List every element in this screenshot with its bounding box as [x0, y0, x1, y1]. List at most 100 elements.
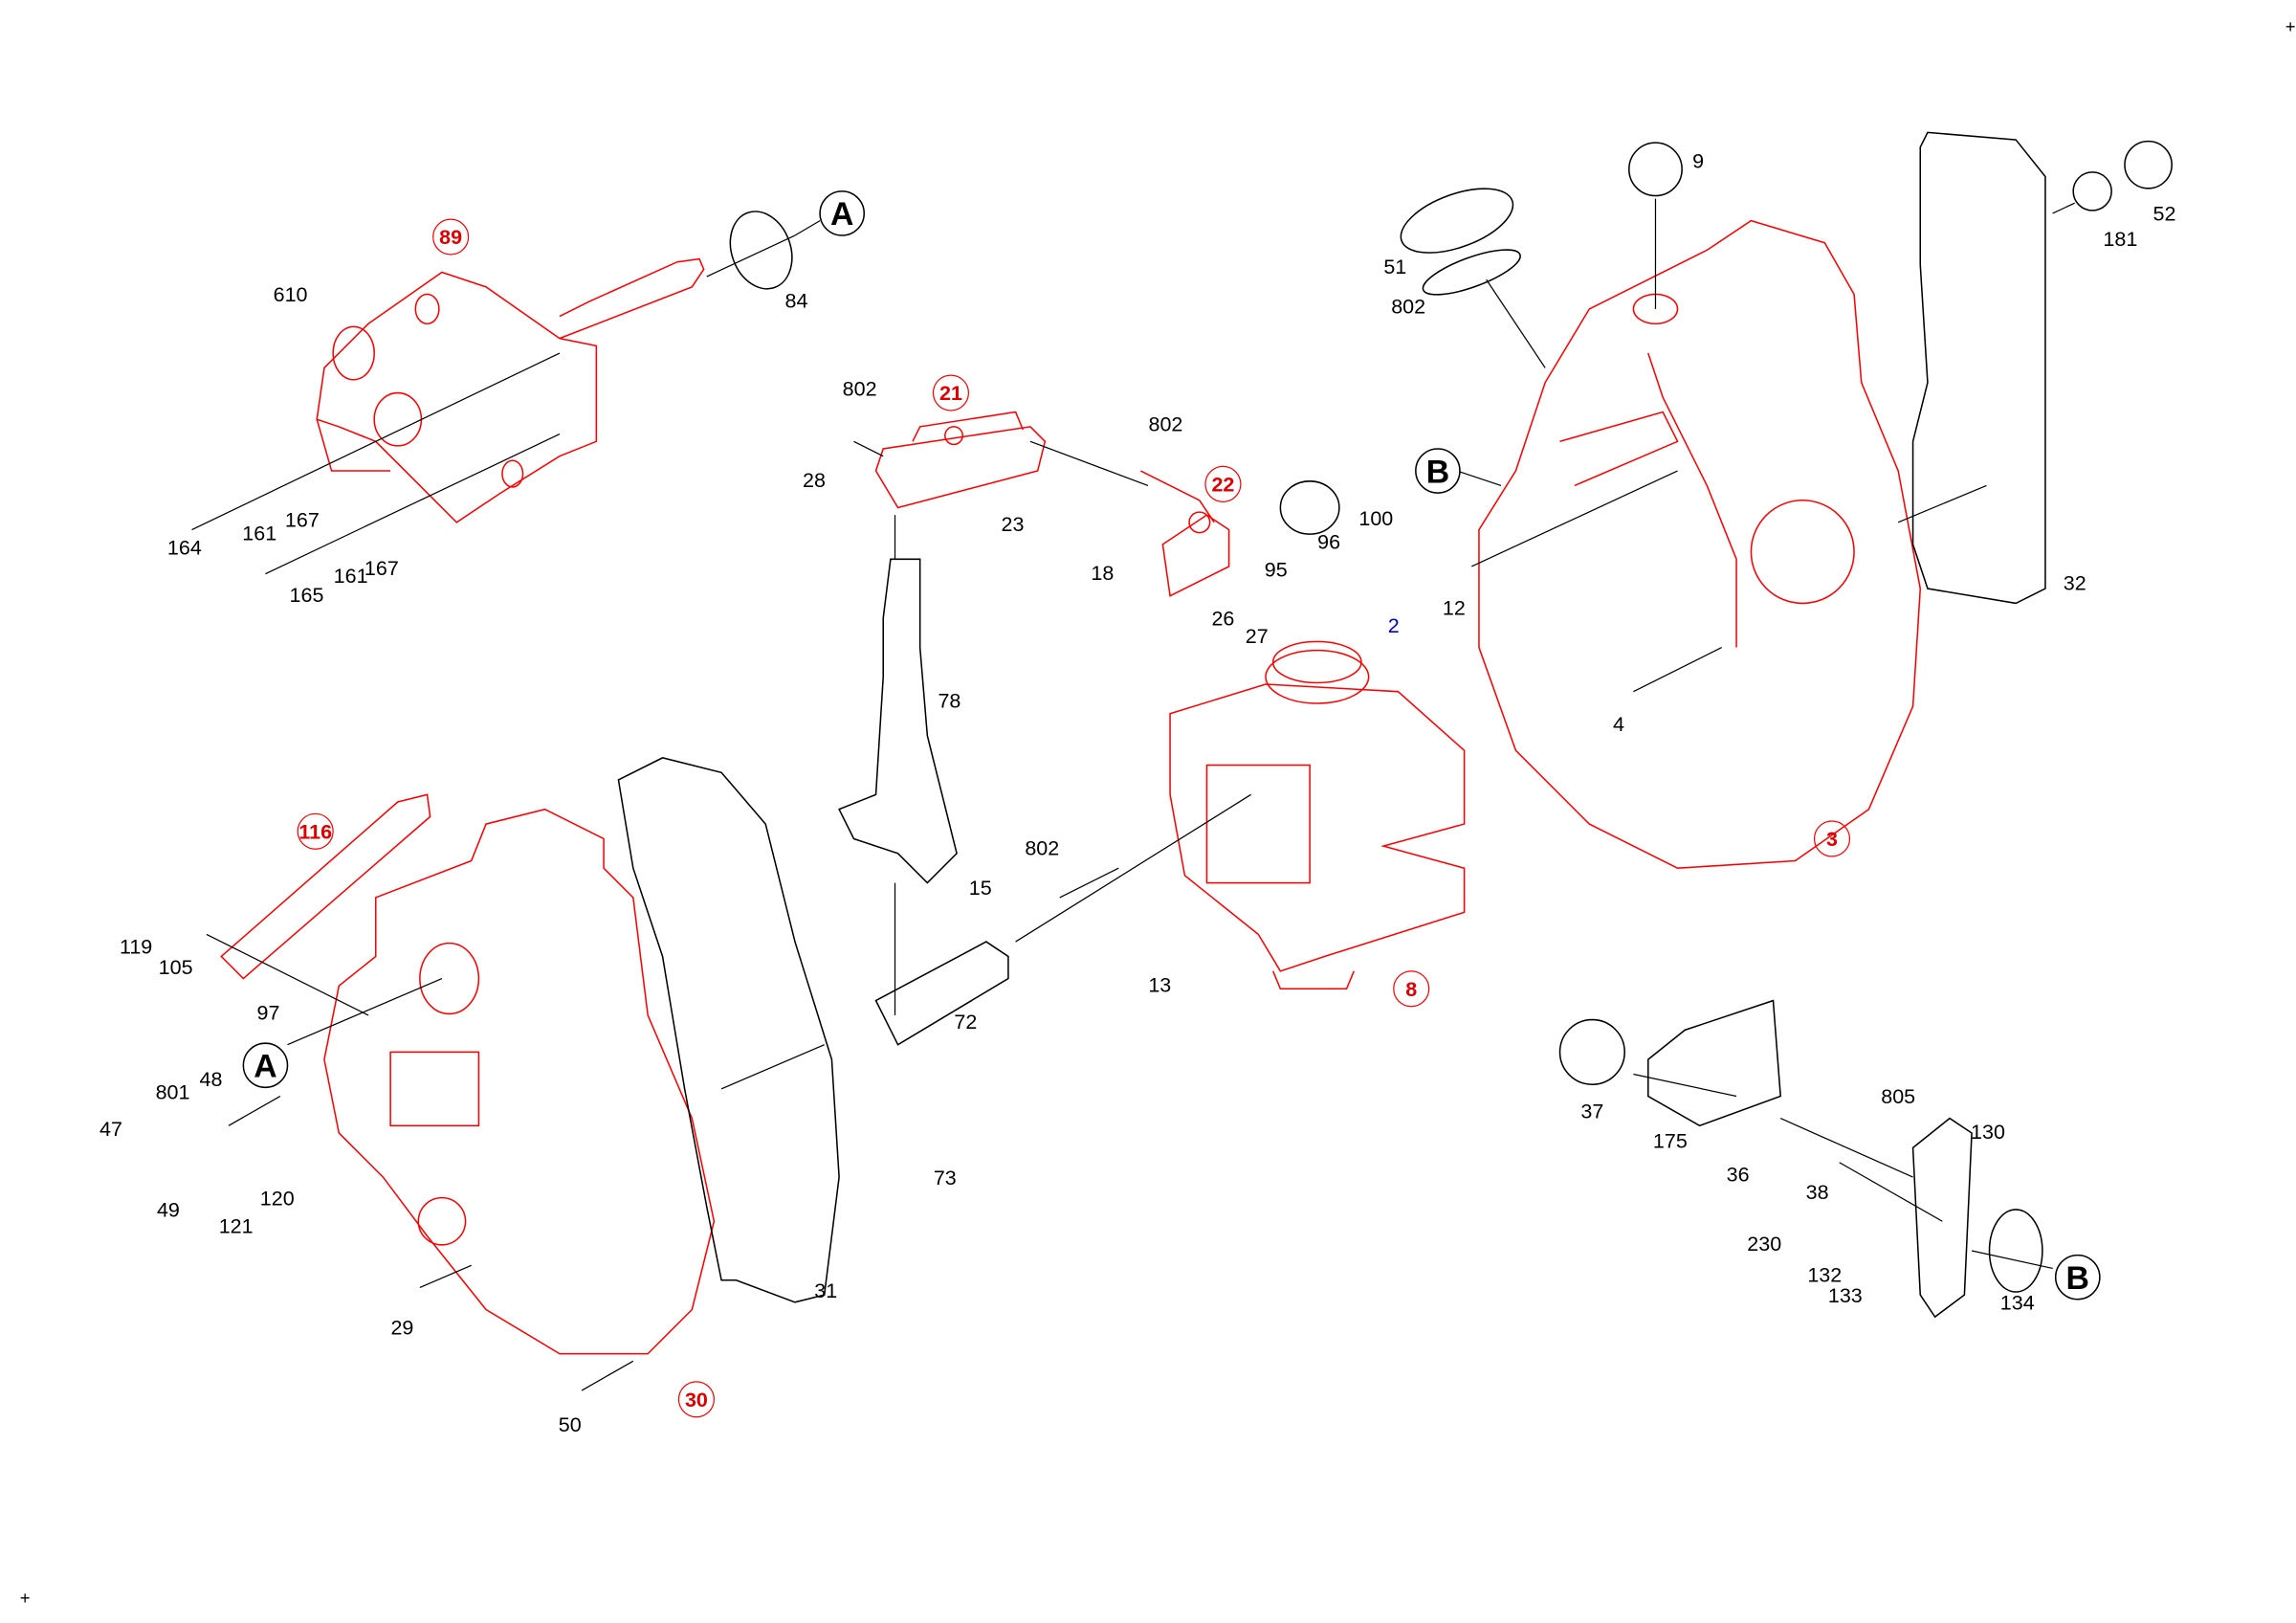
- part-label-48: 48: [200, 1068, 223, 1091]
- part-label-73: 73: [934, 1167, 957, 1189]
- leader-line: [419, 1264, 472, 1288]
- leader-line: [2052, 202, 2075, 214]
- assembly-circle: [1393, 970, 1430, 1008]
- part-label-36: 36: [1727, 1164, 1750, 1187]
- part-label-100: 100: [1358, 507, 1393, 530]
- leader-line: [1015, 793, 1251, 943]
- leader-lines: [191, 198, 2075, 1391]
- assembly-circle: [432, 218, 470, 256]
- part-label-105: 105: [159, 956, 193, 979]
- nut-52: [2124, 140, 2173, 189]
- part-label-805: 805: [1881, 1085, 1915, 1108]
- leader-line: [228, 1095, 281, 1126]
- spring-96: [1279, 480, 1340, 535]
- ring-802: [1422, 249, 1521, 296]
- part-label-120: 120: [260, 1187, 295, 1210]
- assembly-circle: [932, 374, 970, 411]
- part-label-167: 167: [364, 557, 399, 580]
- assembly-circle: [677, 1381, 716, 1418]
- assembly-21-drawing: [874, 411, 1047, 509]
- part-label-802: 802: [1391, 296, 1425, 319]
- assembly-label-3: 3: [1826, 828, 1838, 851]
- part-label-119: 119: [120, 935, 152, 958]
- leader-line: [720, 1044, 825, 1090]
- part-label-802: 802: [1148, 413, 1182, 436]
- part-label-802: 802: [843, 378, 877, 401]
- part-label-12: 12: [1443, 597, 1466, 620]
- leader-line: [1633, 647, 1722, 693]
- leader-line: [1029, 440, 1149, 486]
- assembly-label-116: 116: [298, 820, 332, 843]
- gasket-32: [1911, 131, 2046, 605]
- part-label-801: 801: [156, 1081, 190, 1104]
- leader-line: [1779, 1118, 1913, 1178]
- plug-37: [1558, 1018, 1625, 1085]
- part-label-4: 4: [1613, 713, 1624, 736]
- part-label-181: 181: [2103, 228, 2137, 251]
- part-label-230: 230: [1747, 1233, 1781, 1256]
- part-label-133: 133: [1828, 1284, 1863, 1307]
- part-label-50: 50: [559, 1413, 582, 1436]
- part-drawings: [220, 131, 2173, 1355]
- valve-72: [874, 941, 1009, 1046]
- assembly-3-drawing: [1478, 219, 1922, 869]
- assembly-22-drawing: [1139, 470, 1230, 597]
- assembly-116-drawing: [220, 793, 431, 980]
- part-label-164: 164: [167, 537, 202, 560]
- bracket-130: [1911, 1117, 1973, 1319]
- o-ring-84: [729, 211, 793, 290]
- leader-line: [191, 352, 561, 531]
- corner-mark: +: [2285, 18, 2296, 38]
- leader-line: [1839, 1162, 1943, 1222]
- leader-line: [265, 434, 561, 575]
- assembly-label-8: 8: [1405, 978, 1417, 1001]
- leader-line: [706, 234, 796, 278]
- leader-line: [1486, 278, 1546, 368]
- leader-line: [206, 933, 369, 1016]
- part-label-47: 47: [99, 1118, 122, 1141]
- part-label-18: 18: [1091, 562, 1114, 585]
- part-label-26: 26: [1211, 607, 1234, 630]
- part-label-15: 15: [969, 877, 992, 900]
- part-label-95: 95: [1265, 559, 1288, 582]
- part-label-175: 175: [1653, 1129, 1688, 1152]
- part-label-161: 161: [334, 565, 368, 588]
- leader-line: [1471, 470, 1678, 567]
- corner-mark: +: [20, 1590, 31, 1610]
- part-label-161: 161: [242, 522, 276, 545]
- assembly-circle: [1813, 820, 1851, 857]
- leader-line: [1897, 484, 1987, 523]
- reference-marker-B: B: [1426, 454, 1449, 490]
- part-label-802: 802: [1025, 836, 1059, 859]
- reference-marker-A: A: [830, 196, 853, 233]
- part-label-9: 9: [1692, 149, 1704, 172]
- part-label-52: 52: [2153, 203, 2176, 226]
- part-label-29: 29: [390, 1317, 413, 1340]
- leader-line: [1971, 1250, 2053, 1270]
- reference-circle: [1415, 448, 1461, 494]
- leader-line: [1456, 470, 1502, 486]
- part-label-13: 13: [1148, 973, 1171, 996]
- gasket-31: [617, 757, 840, 1303]
- part-label-610: 610: [274, 283, 308, 306]
- part-label-27: 27: [1246, 625, 1269, 648]
- assembly-circle: [297, 812, 334, 850]
- reference-circle: [2054, 1254, 2101, 1301]
- part-label-134: 134: [2000, 1291, 2035, 1314]
- assembly-label-89: 89: [439, 226, 462, 249]
- leader-line: [1633, 1073, 1737, 1098]
- assembly-circle: [1204, 465, 1242, 502]
- assembly-label-21: 21: [939, 382, 962, 405]
- part-label-84: 84: [785, 289, 808, 312]
- part-label-121: 121: [219, 1215, 254, 1238]
- part-label-2: 2: [1388, 614, 1400, 637]
- assembly-30-drawing: [323, 808, 716, 1355]
- reference-marker-B: B: [2066, 1260, 2089, 1297]
- part-label-31: 31: [814, 1279, 837, 1302]
- leader-line: [794, 220, 821, 236]
- reference-circle: [242, 1042, 289, 1089]
- part-label-28: 28: [803, 469, 826, 492]
- part-label-38: 38: [1806, 1181, 1829, 1204]
